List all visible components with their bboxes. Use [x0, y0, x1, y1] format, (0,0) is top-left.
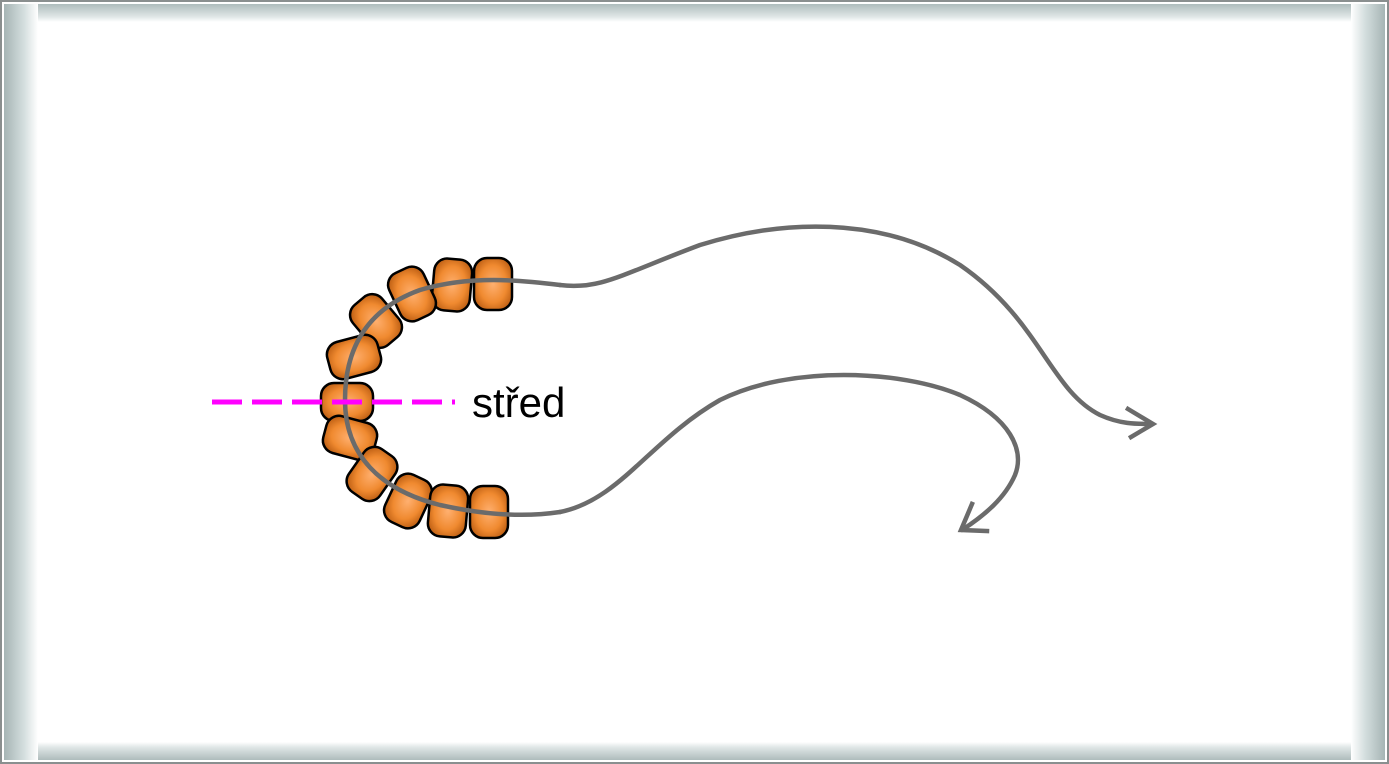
thread-upper	[557, 224, 1155, 427]
thread-lower	[557, 372, 1021, 533]
bead	[472, 256, 514, 312]
frame-bevel-bottom	[4, 742, 1385, 760]
arrowhead-upper	[1124, 405, 1158, 441]
frame-bevel-left	[4, 4, 38, 760]
frame-bevel-right	[1351, 4, 1385, 760]
bead	[325, 333, 383, 381]
center-label: střed	[472, 379, 565, 426]
bead	[426, 483, 470, 539]
frame-inner	[38, 22, 1351, 742]
arrowhead-lower	[957, 501, 990, 534]
frame-bevel-top	[4, 4, 1385, 22]
